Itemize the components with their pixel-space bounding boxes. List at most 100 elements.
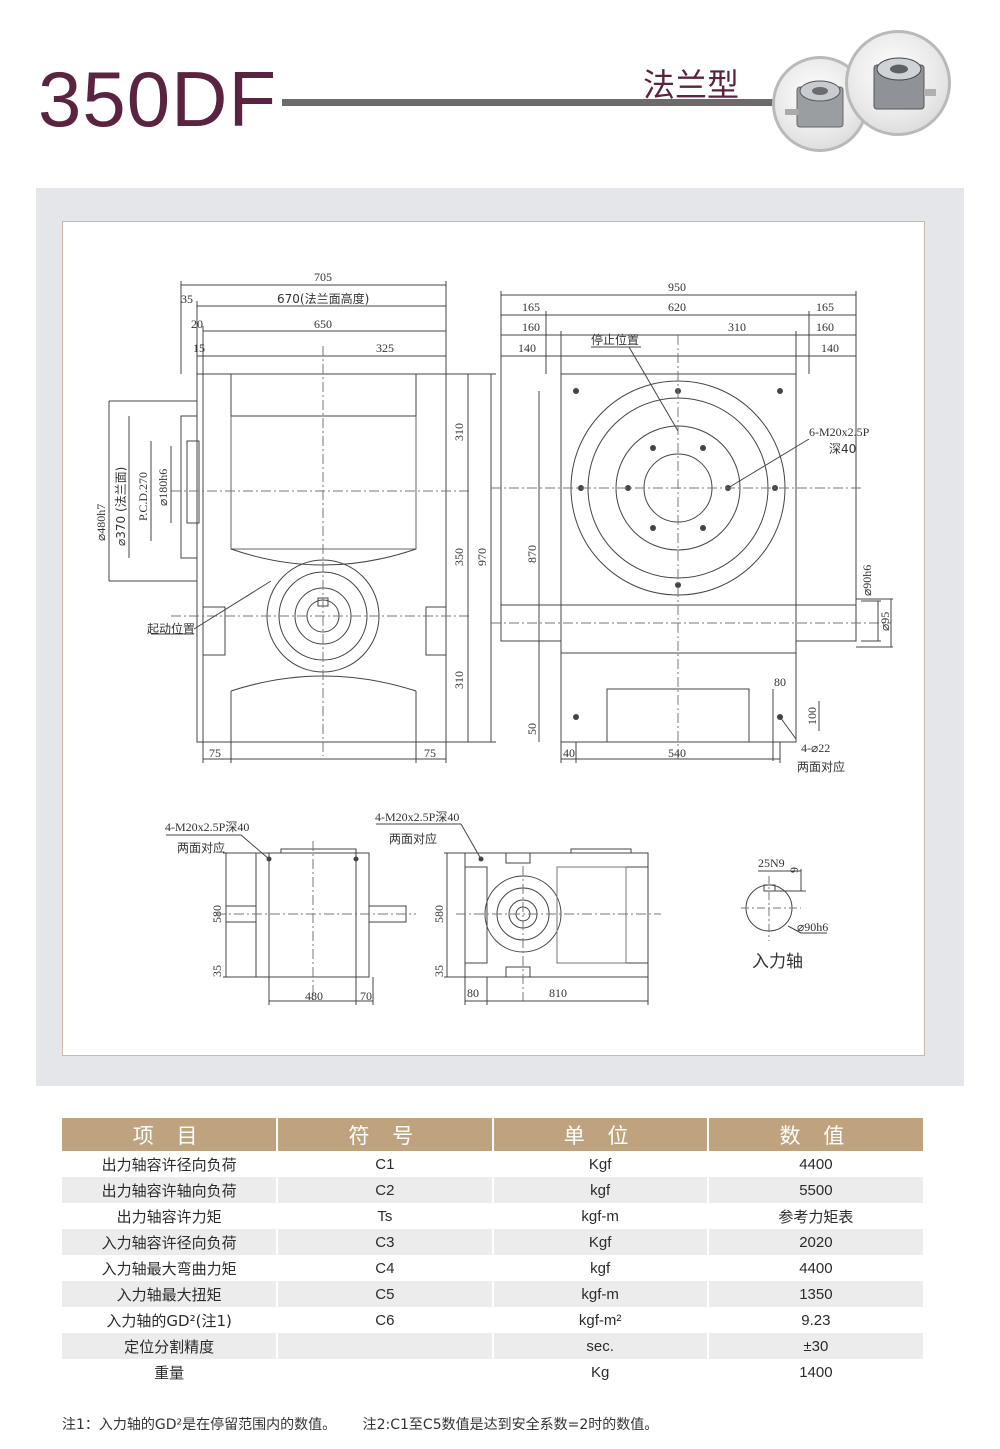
cell-value: 4400 bbox=[799, 1259, 833, 1277]
cell-item: 出力轴容许力矩 bbox=[62, 1203, 279, 1229]
cell-unit: sec. bbox=[492, 1333, 709, 1359]
cell-item: 入力轴最大弯曲力矩 bbox=[62, 1255, 279, 1281]
cell-item: 入力轴最大扭矩 bbox=[62, 1281, 279, 1307]
model-title: 350DF bbox=[38, 55, 278, 143]
table-row: 入力轴最大弯曲力矩 C4 kgf 4400 bbox=[62, 1255, 923, 1281]
cell-item: 重量 bbox=[62, 1359, 279, 1385]
shaft-d95: ⌀95 bbox=[878, 612, 892, 631]
header-item: 项 目 bbox=[62, 1118, 279, 1151]
input-shaft-label: 入力轴 bbox=[752, 952, 803, 972]
dim-140-left: 140 bbox=[518, 341, 536, 355]
dim-75-left: 75 bbox=[209, 746, 221, 760]
cell-value: 参考力矩表 bbox=[778, 1207, 854, 1226]
front-view: 950 165 620 165 160 310 160 140 140 870 … bbox=[491, 280, 893, 774]
cell-symbol: C2 bbox=[277, 1177, 494, 1203]
dim-40: 40 bbox=[563, 746, 575, 760]
bottom-right-view: 4-M20x2.5P深40 两面对应 580 35 80 810 bbox=[375, 810, 661, 1005]
hole-label: 4-⌀22 bbox=[801, 741, 830, 755]
cell-symbol: C1 bbox=[277, 1151, 494, 1177]
header-unit: 单 位 bbox=[492, 1118, 709, 1151]
table-row: 入力轴最大扭矩 C5 kgf-m 1350 bbox=[62, 1281, 923, 1307]
dim-d480: ⌀480h7 bbox=[94, 504, 108, 541]
title-divider bbox=[282, 99, 782, 106]
br-tap-note: 两面对应 bbox=[389, 831, 437, 846]
cell-item: 定位分割精度 bbox=[62, 1333, 279, 1359]
start-position-label: 起动位置 bbox=[147, 621, 195, 636]
technical-drawing: 705 35 670(法兰面高度) 20 650 15 325 310 350 … bbox=[62, 221, 925, 1056]
dim-160-right: 160 bbox=[816, 320, 834, 334]
cell-value: 5500 bbox=[707, 1177, 923, 1203]
dim-pcd270: P.C.D.270 bbox=[136, 472, 150, 521]
header-symbol: 符 号 bbox=[277, 1118, 494, 1151]
cell-value: 1400 bbox=[799, 1363, 833, 1381]
dim-310-bottom: 310 bbox=[452, 671, 466, 689]
cell-symbol: C5 bbox=[277, 1281, 494, 1307]
dim-350: 350 bbox=[452, 548, 466, 566]
dim-20: 20 bbox=[191, 317, 203, 331]
cell-symbol bbox=[277, 1359, 494, 1385]
dim-670: 670(法兰面高度) bbox=[277, 291, 369, 306]
stop-position-label: 停止位置 bbox=[591, 332, 639, 347]
dim-d180: ⌀180h6 bbox=[156, 469, 170, 506]
tap-label: 6-M20x2.5P bbox=[809, 425, 870, 439]
bottom-left-view: 4-M20x2.5P深40 两面对应 580 35 480 70 bbox=[165, 820, 416, 1005]
table-row: 定位分割精度 sec. ±30 bbox=[62, 1333, 923, 1359]
br-dim-80: 80 bbox=[467, 986, 479, 1000]
cell-unit: kgf-m bbox=[492, 1203, 709, 1229]
bl-dim-70: 70 bbox=[360, 989, 372, 1003]
cell-symbol: C6 bbox=[277, 1307, 494, 1333]
cell-item: 出力轴容许径向负荷 bbox=[62, 1151, 279, 1177]
shaft-d90: ⌀90h6 bbox=[860, 565, 874, 596]
cell-unit: kgf-m bbox=[492, 1281, 709, 1307]
dim-75-right: 75 bbox=[424, 746, 436, 760]
dim-620: 620 bbox=[668, 300, 686, 314]
dim-165-left: 165 bbox=[522, 300, 540, 314]
footnote-2: 注2:C1至C5数值是达到安全系数=2时的数值。 bbox=[362, 1417, 659, 1433]
cell-symbol: C4 bbox=[277, 1255, 494, 1281]
header-value: 数 值 bbox=[707, 1118, 923, 1151]
shaft-keyway: 25N9 bbox=[758, 856, 785, 870]
cell-symbol: Ts bbox=[277, 1203, 494, 1229]
dim-35: 35 bbox=[181, 292, 193, 306]
dim-310-top: 310 bbox=[452, 423, 466, 441]
br-dim-35: 35 bbox=[432, 965, 446, 977]
cell-symbol bbox=[277, 1333, 494, 1359]
table-row: 出力轴容许径向负荷 C1 Kgf 4400 bbox=[62, 1151, 923, 1177]
hole-note: 两面对应 bbox=[797, 759, 845, 774]
type-label: 法兰型 bbox=[643, 66, 740, 104]
br-dim-810: 810 bbox=[549, 986, 567, 1000]
dim-650: 650 bbox=[314, 317, 332, 331]
cell-unit: kgf-m² bbox=[492, 1307, 709, 1333]
dim-950: 950 bbox=[668, 280, 686, 294]
product-photo-right bbox=[845, 30, 951, 136]
footnote-1: 注1：入力轴的GD²是在停留范围内的数值。 bbox=[62, 1417, 337, 1433]
cell-unit: kgf bbox=[492, 1255, 709, 1281]
cell-symbol: C3 bbox=[277, 1229, 494, 1255]
cell-item: 出力轴容许轴向负荷 bbox=[62, 1177, 279, 1203]
cell-value: 9.23 bbox=[801, 1311, 831, 1329]
spec-table: 项 目 符 号 单 位 数 值 出力轴容许径向负荷 C1 Kgf 4400 出力… bbox=[62, 1118, 923, 1385]
cell-value: 1350 bbox=[707, 1281, 923, 1307]
dim-310-front: 310 bbox=[728, 320, 746, 334]
table-row: 重量 Kg 1400 bbox=[62, 1359, 923, 1385]
bl-tap-label: 4-M20x2.5P深40 bbox=[165, 820, 249, 834]
spec-table-header: 项 目 符 号 单 位 数 值 bbox=[62, 1118, 923, 1151]
table-row: 出力轴容许轴向负荷 C2 kgf 5500 bbox=[62, 1177, 923, 1203]
cell-item: 入力轴的GD²(注1) bbox=[62, 1307, 279, 1333]
dim-870: 870 bbox=[525, 545, 539, 563]
dim-325: 325 bbox=[376, 341, 394, 355]
cell-unit: Kg bbox=[492, 1359, 709, 1385]
cell-value: ±30 bbox=[707, 1333, 923, 1359]
cell-unit: kgf bbox=[492, 1177, 709, 1203]
table-row: 入力轴的GD²(注1) C6 kgf-m² 9.23 bbox=[62, 1307, 923, 1333]
table-row: 出力轴容许力矩 Ts kgf-m 参考力矩表 bbox=[62, 1203, 923, 1229]
dim-705: 705 bbox=[314, 270, 332, 284]
cell-item: 入力轴容许径向负荷 bbox=[62, 1229, 279, 1255]
dim-50: 50 bbox=[525, 723, 539, 735]
dim-d370: ⌀370 (法兰面) bbox=[114, 467, 128, 546]
table-row: 入力轴容许径向负荷 C3 Kgf 2020 bbox=[62, 1229, 923, 1255]
dim-15: 15 bbox=[193, 341, 205, 355]
br-dim-580: 580 bbox=[432, 905, 446, 923]
bl-dim-480: 480 bbox=[305, 989, 323, 1003]
side-view: 705 35 670(法兰面高度) 20 650 15 325 310 350 … bbox=[94, 270, 496, 763]
